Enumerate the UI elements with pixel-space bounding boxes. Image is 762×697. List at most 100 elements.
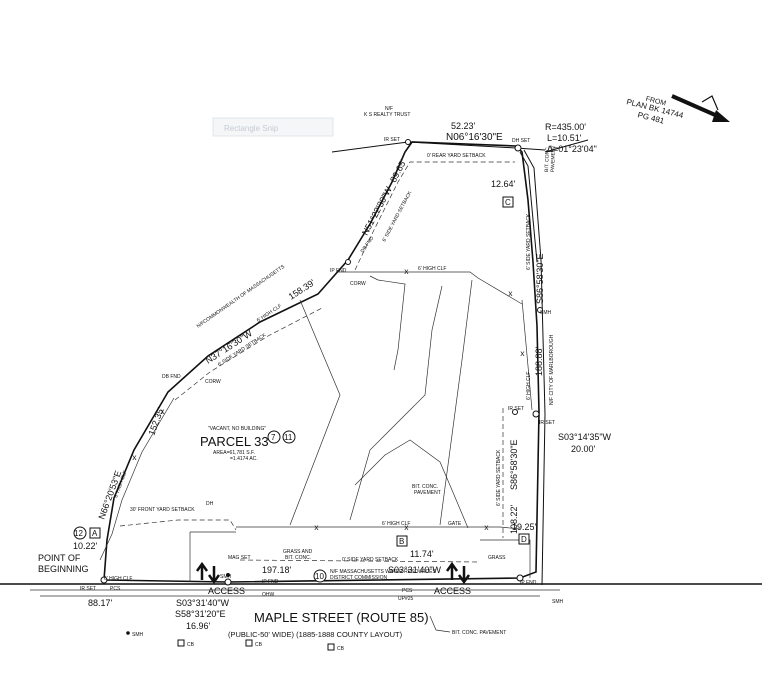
fence-bottom: [236, 526, 521, 530]
cb-label-2: CB: [255, 642, 263, 648]
distance-10-22: 10.22': [73, 541, 98, 551]
cb-box-3: [327, 643, 335, 651]
grass-and-label: GRASS AND: [283, 549, 313, 555]
tag-c-box: [502, 196, 514, 208]
tag-d: D: [521, 535, 527, 544]
circle-12: 12: [74, 529, 83, 538]
distance-188-88: 188.88': [534, 346, 544, 376]
smh-bl: SMH: [132, 632, 144, 638]
access-arrows-left: [195, 561, 221, 585]
bearing-s86-top: S86°58'30"E: [535, 253, 545, 304]
pcs-label: PCS: [110, 586, 121, 592]
corw-left: CORW: [205, 379, 221, 385]
area-ac: =1.4174 AC.: [230, 456, 258, 462]
ir-set-right: IR SET: [508, 406, 524, 412]
side-setback-right-top: 6' SIDE YARD SETBACK: [526, 213, 532, 270]
svg-text:x: x: [404, 268, 409, 277]
front-setback-line: [119, 519, 237, 531]
curve-line: [519, 151, 538, 263]
city-marlborough: N/F CITY OF MARLBOROUGH: [549, 334, 555, 405]
distance-89-65: 89.65': [388, 158, 408, 184]
side-setback-line-left: [174, 307, 323, 401]
svg-text:x: x: [160, 408, 165, 417]
distance-88-17: 88.17': [88, 598, 113, 608]
circle-7-ring: [267, 430, 281, 444]
circle-10-ring: [313, 569, 327, 583]
grass-label: GRASS: [488, 555, 506, 561]
vacant-label: "VACANT, NO BUILDING": [208, 426, 266, 432]
fence-left: [99, 397, 175, 561]
pob-line1: POINT OF: [38, 553, 81, 563]
cb-box-2: [245, 639, 253, 647]
pob-line2: BEGINNING: [38, 564, 89, 574]
pavement-leader: [429, 615, 451, 633]
high-clf-sw: 6' HIGH CLF: [104, 576, 132, 582]
ks-trust-name: K S REALTY TRUST: [364, 112, 410, 118]
svg-text:x: x: [404, 524, 409, 533]
bearing-s03-31-bottom: S03°31'40"W: [176, 598, 230, 608]
ohw-label: OHW: [262, 592, 275, 598]
cb-label-3: CB: [337, 646, 345, 652]
pcs-label-2: PCS: [402, 588, 413, 594]
smh-dot: [126, 631, 130, 635]
distance-11-74: 11.74': [410, 549, 434, 559]
plan-ref-mark: [701, 95, 719, 111]
plan-ref-from: FROM: [645, 96, 667, 108]
high-clf-right: 6' HIGH CLF: [526, 372, 532, 400]
pavement-center: PAVEMENT: [414, 490, 441, 496]
street-name: MAPLE STREET (ROUTE 85): [254, 610, 429, 625]
commonwealth-nf: N/F: [196, 320, 206, 330]
circle-11-ring: [282, 430, 296, 444]
dh-set-top: DH SET: [512, 138, 530, 144]
bit-conc-label: BIT. CONC.: [285, 555, 311, 561]
pavement-edge-5: [354, 439, 469, 529]
svg-text:x: x: [132, 454, 137, 463]
distance-12-64: 12.64': [491, 179, 516, 189]
tag-c: C: [505, 198, 511, 207]
svg-text:x: x: [508, 290, 513, 299]
pavement-edge-1: [289, 299, 341, 526]
ir-set-right2: IR SET: [539, 420, 555, 426]
rear-yard-setback-label: 0' REAR YARD SETBACK: [427, 153, 486, 159]
circle-11: 11: [284, 433, 293, 442]
bit-conc-street: BIT. CONC. PAVEMENT: [452, 630, 506, 636]
bit-conc-center: BIT. CONC.: [412, 484, 438, 490]
bearing-s58: S58°31'20"E: [175, 609, 226, 619]
parcel-title: PARCEL 33: [200, 434, 269, 449]
smh-street: SMH: [552, 599, 564, 605]
fence-right: [521, 299, 533, 411]
high-clf-bottom: 6' HIGH CLF: [382, 521, 410, 527]
svg-text:x: x: [484, 524, 489, 533]
svg-text:x: x: [314, 524, 319, 533]
distance-152-35: 152.35': [146, 406, 165, 437]
distance-20-00: 20.00': [571, 444, 596, 454]
north-abutter-line: [331, 141, 546, 153]
circle-7: 7: [271, 433, 276, 442]
distance-197-18: 197.18': [262, 565, 292, 575]
ip-fnd-ne: IP FND: [330, 268, 347, 274]
front-setback-label: 30' FRONT YARD SETBACK: [130, 507, 195, 513]
cb-label-1: CB: [187, 642, 195, 648]
access-left: ACCESS: [208, 586, 245, 596]
pavement-edge-4: [439, 279, 473, 526]
tag-a-box: [89, 527, 101, 539]
arc-length-label: L=10.51': [547, 133, 582, 143]
tag-d-box: [518, 533, 530, 545]
area-sf: AREA=61,781 S.F.: [213, 450, 255, 456]
access-right: ACCESS: [434, 586, 471, 596]
access-arrows-right: [445, 561, 471, 585]
mwra-line2: DISTRICT COMMISSION: [330, 575, 388, 581]
side-setback-line-bottom: [239, 559, 481, 563]
high-clf-top: 6' HIGH CLF: [418, 266, 446, 272]
snip-watermark-label: Rectangle Snip: [224, 124, 279, 133]
fence-top: [338, 271, 523, 305]
snip-watermark-box: [212, 117, 334, 137]
bearing-s03-31-mid: S03°31'40"W: [388, 565, 442, 575]
smh-bottom: SMH: [220, 574, 232, 580]
pavement-edge-8: [480, 539, 531, 578]
ir-set-top: IR SET: [384, 137, 400, 143]
distance-52-23: 52.23': [451, 121, 476, 131]
mwra-line1: N/F MASSACHUSETTS WATER RESOURCES: [330, 569, 437, 575]
circle-10: 10: [315, 572, 324, 581]
